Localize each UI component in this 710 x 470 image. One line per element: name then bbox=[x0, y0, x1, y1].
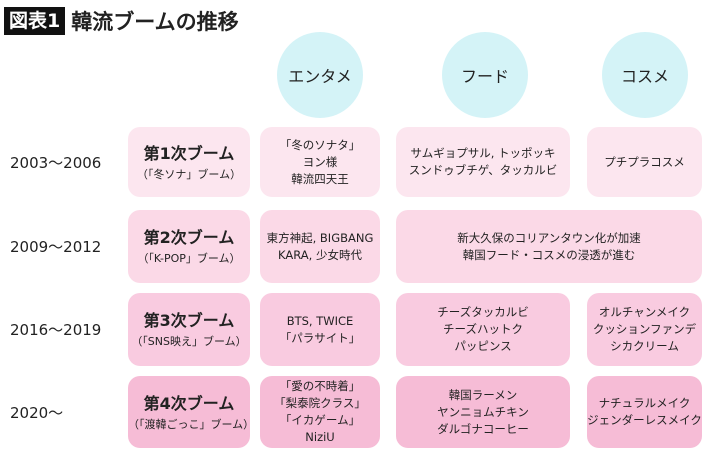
figure-title: 図表1 韓流ブームの推移 bbox=[4, 6, 239, 36]
boom-name: 第2次ブーム bbox=[143, 228, 235, 247]
cell-line: 東方神起, BIGBANG bbox=[266, 230, 374, 245]
entame-cell: 東方神起, BIGBANG KARA, 少女時代 bbox=[260, 210, 380, 283]
cell-line: スンドゥブチゲ、タッカルビ bbox=[408, 163, 558, 177]
boom-subtitle: （「冬ソナ」ブーム） bbox=[136, 167, 242, 181]
year-label: 2009〜2012 bbox=[10, 238, 102, 256]
year-label: 2003〜2006 bbox=[10, 153, 102, 172]
cell-line: ヤンニョムチキン bbox=[437, 404, 529, 419]
cell-line: プチプラコスメ bbox=[604, 154, 685, 169]
year-label: 2016〜2019 bbox=[10, 321, 102, 339]
category-entame: エンタメ bbox=[277, 32, 363, 118]
cell-line: 韓国ラーメン bbox=[448, 387, 518, 402]
boom-name: 第1次ブーム bbox=[143, 143, 235, 163]
category-food: フード bbox=[442, 32, 528, 118]
cell-line: 「パラサイト」 bbox=[279, 330, 361, 345]
cell-line: 「イカゲーム」 bbox=[279, 413, 361, 427]
cell-line: チーズハットク bbox=[443, 322, 523, 336]
boom-subtitle: （「K-POP」ブーム） bbox=[137, 252, 241, 265]
cell-line: ヨン様 bbox=[302, 154, 338, 169]
boom-name: 第3次ブーム bbox=[143, 311, 235, 330]
cell-line: オルチャンメイク bbox=[598, 305, 691, 319]
cosme-cell: ナチュラルメイクジェンダーレスメイク bbox=[587, 376, 702, 448]
food-cosme-cell: 新大久保のコリアンタウン化が加速韓国フード・コスメの浸透が進む bbox=[396, 210, 702, 283]
cell-line: シカクリーム bbox=[610, 339, 679, 353]
cosme-cell: プチプラコスメ bbox=[587, 127, 702, 197]
cell-line: ジェンダーレスメイク bbox=[587, 413, 702, 427]
cell-line: ナチュラルメイク bbox=[598, 396, 691, 410]
figure-heading: 韓流ブームの推移 bbox=[71, 10, 239, 34]
boom-box: 第2次ブーム （「K-POP」ブーム） bbox=[128, 210, 250, 283]
boom-box: 第3次ブーム （「SNS映え」ブーム） bbox=[128, 293, 250, 366]
cell-line: ダルゴナコーヒー bbox=[437, 421, 529, 436]
cell-line: 「冬のソナタ」 bbox=[279, 137, 361, 152]
cell-line: 新大久保のコリアンタウン化が加速 bbox=[457, 230, 641, 245]
boom-subtitle: （「渡韓ごっこ」ブーム） bbox=[128, 417, 255, 431]
cell-line: 「愛の不時着」 bbox=[279, 379, 361, 393]
boom-box: 第1次ブーム （「冬ソナ」ブーム） bbox=[128, 127, 250, 197]
year-label: 2020〜 bbox=[10, 403, 64, 422]
food-cell: サムギョプサル, トッポッキスンドゥブチゲ、タッカルビ bbox=[396, 127, 570, 197]
cell-line: サムギョプサル, トッポッキ bbox=[410, 146, 556, 160]
cell-line: BTS, TWICE bbox=[286, 313, 354, 328]
cell-line: パッピンス bbox=[454, 339, 512, 353]
entame-cell: 「愛の不時着」「梨泰院クラス」「イカゲーム」 NiziU bbox=[260, 376, 380, 448]
cell-line: NiziU bbox=[305, 430, 335, 444]
food-cell: 韓国ラーメンヤンニョムチキンダルゴナコーヒー bbox=[396, 376, 570, 448]
cosme-cell: オルチャンメイククッションファンデシカクリーム bbox=[587, 293, 702, 366]
entame-cell: 「冬のソナタ」ヨン様韓流四天王 bbox=[260, 127, 380, 197]
food-cell: チーズタッカルビチーズハットクパッピンス bbox=[396, 293, 570, 366]
boom-name: 第4次ブーム bbox=[143, 393, 235, 413]
boom-box: 第4次ブーム （「渡韓ごっこ」ブーム） bbox=[128, 376, 255, 448]
boom-subtitle: （「SNS映え」ブーム） bbox=[131, 335, 247, 348]
entame-cell: BTS, TWICE 「パラサイト」 bbox=[260, 293, 380, 366]
cell-line: チーズタッカルビ bbox=[437, 305, 529, 319]
cell-line: 「梨泰院クラス」 bbox=[274, 396, 366, 410]
category-cosme: コスメ bbox=[602, 32, 688, 118]
figure-badge: 図表1 bbox=[4, 7, 66, 35]
cell-line: クッションファンデ bbox=[592, 322, 697, 336]
cell-line: KARA, 少女時代 bbox=[278, 247, 362, 262]
cell-line: 韓流四天王 bbox=[291, 171, 349, 186]
cell-line: 韓国フード・コスメの浸透が進む bbox=[462, 247, 636, 262]
